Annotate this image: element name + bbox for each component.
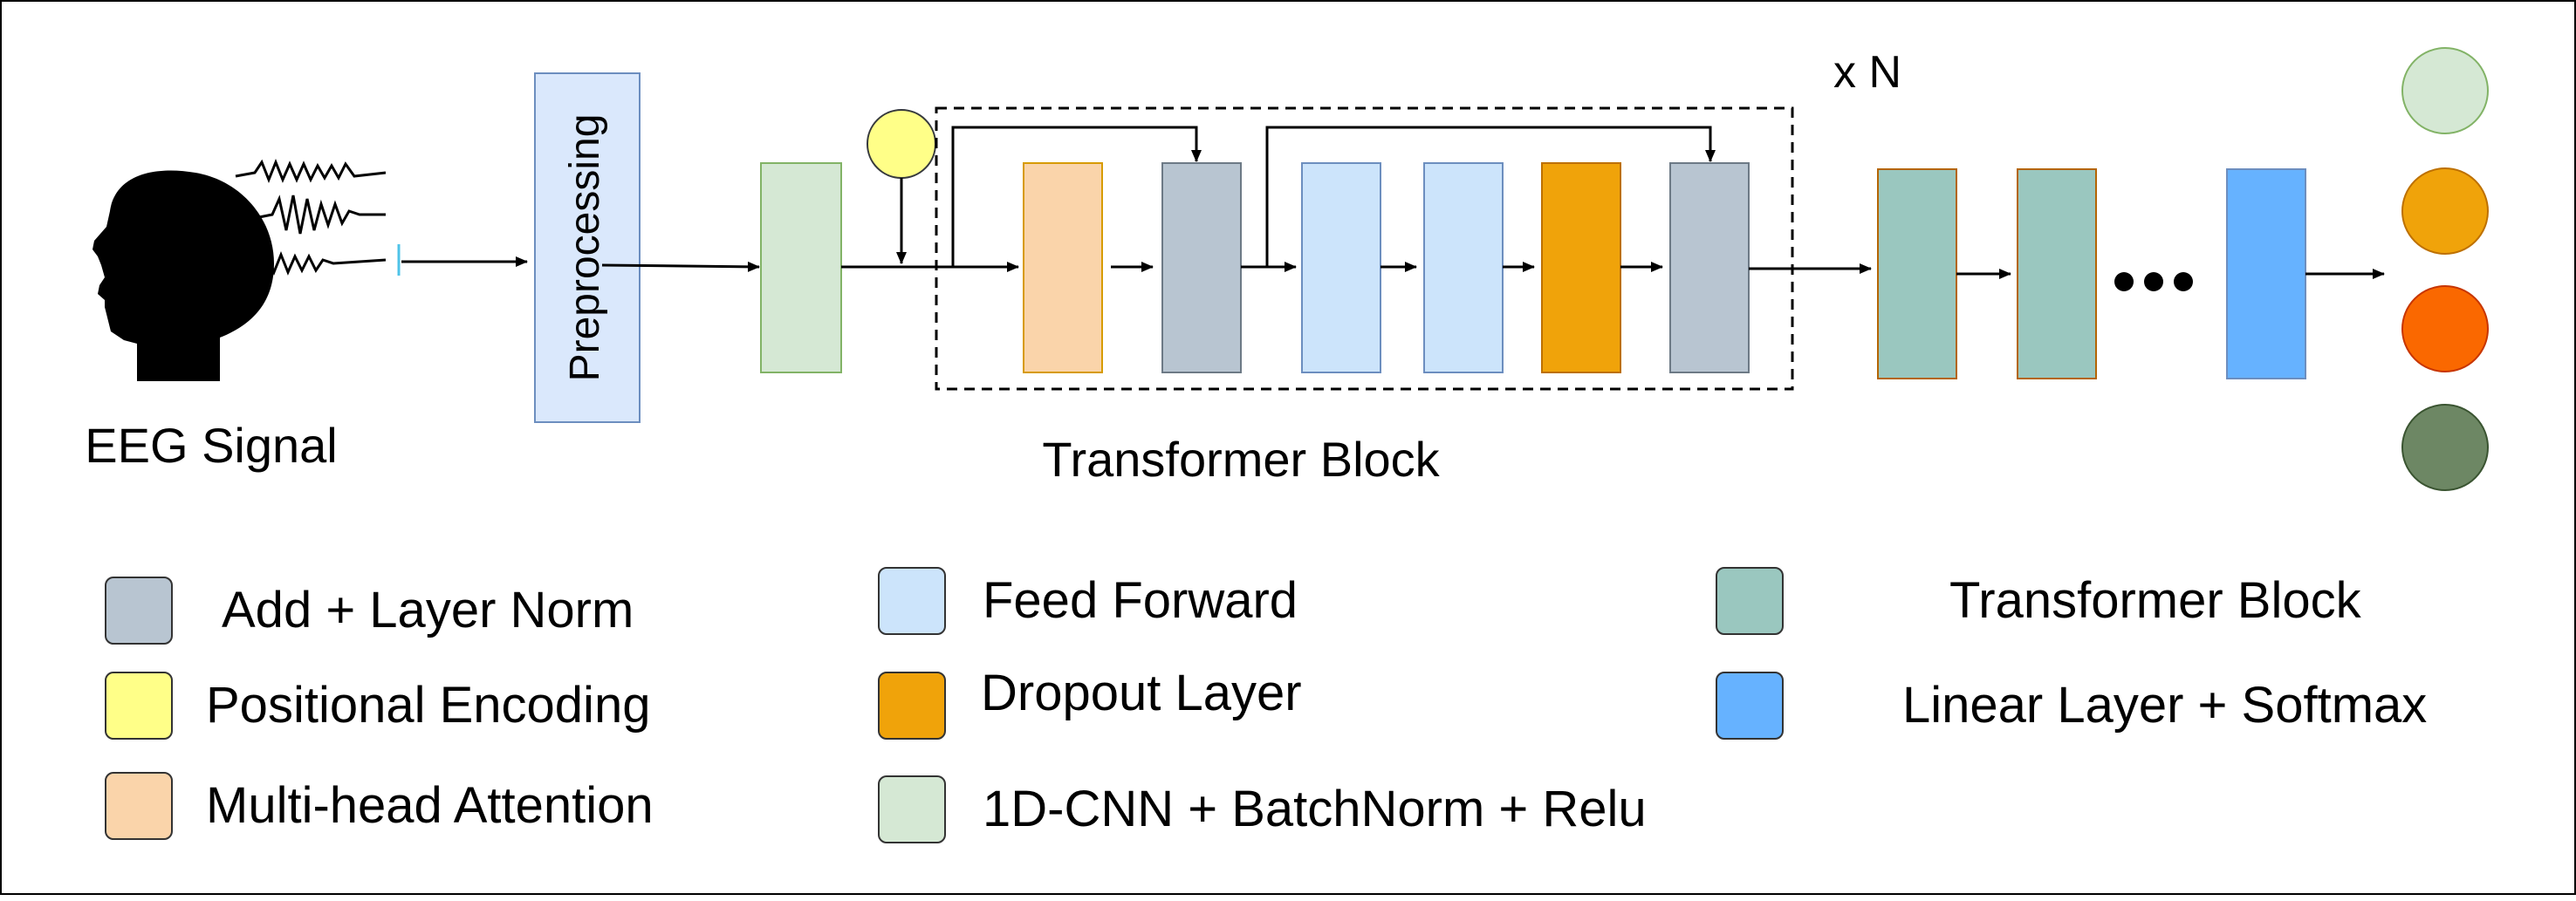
legend-label-positional-encoding: Positional Encoding (206, 677, 651, 734)
legend-swatch-add-layer-norm (105, 577, 173, 645)
arrow-preprocessing-to-cnn (601, 261, 760, 272)
legend-positional-encoding: Positional Encoding (105, 672, 650, 740)
legend-swatch-dropout (878, 672, 946, 740)
legend-multi-head-attention: Multi-head Attention (105, 772, 654, 840)
dropout-block (1541, 162, 1621, 373)
feed-forward-block-2 (1423, 162, 1504, 373)
output-class-1 (2401, 47, 2489, 134)
output-class-3 (2401, 285, 2489, 372)
legend-swatch-multi-head-attention (105, 772, 173, 840)
legend-label-dropout: Dropout Layer (981, 665, 1302, 721)
legend-swatch-transformer-block (1716, 567, 1784, 635)
output-class-2 (2401, 167, 2489, 255)
stacked-transformer-block-1 (1877, 168, 1957, 379)
legend-feed-forward: Feed Forward (878, 567, 1298, 635)
feed-forward-block-1 (1301, 162, 1381, 373)
eeg-signal-label: EEG Signal (85, 418, 338, 473)
legend-label-multi-head-attention: Multi-head Attention (206, 777, 654, 834)
legend-label-linear-softmax: Linear Layer + Softmax (1902, 677, 2428, 734)
legend-cnn: 1D-CNN + BatchNorm + Relu (878, 775, 1647, 843)
legend-transformer-block: Transformer Block (1716, 567, 2361, 635)
cnn-block (760, 162, 842, 373)
signal-wave-icon (235, 158, 387, 276)
preprocessing-block (534, 72, 641, 423)
ellipsis-icon (2114, 272, 2193, 291)
residual-connection-1 (951, 126, 1202, 267)
legend-add-layer-norm: Add + Layer Norm (105, 577, 634, 645)
output-class-4 (2401, 404, 2489, 491)
residual-connection-2 (1265, 126, 1716, 267)
multi-head-attention-block (1023, 162, 1103, 373)
legend-dropout: Dropout Layer (878, 668, 1302, 740)
positional-encoding-circle (867, 109, 936, 179)
add-layer-norm-block-1 (1161, 162, 1242, 373)
transformer-block-caption: Transformer Block (1042, 432, 1440, 487)
legend-label-feed-forward: Feed Forward (983, 572, 1298, 629)
transformer-block-frame (935, 106, 1794, 391)
legend-swatch-cnn (878, 775, 946, 843)
head-icon (92, 170, 274, 381)
legend-label-add-layer-norm: Add + Layer Norm (222, 582, 634, 638)
legend-label-transformer-block: Transformer Block (1949, 572, 2361, 629)
stacked-transformer-block-2 (2017, 168, 2097, 379)
linear-softmax-block (2226, 168, 2306, 379)
legend-swatch-linear-softmax (1716, 672, 1784, 740)
preprocessing-label: Preprocessing (562, 114, 608, 382)
legend-swatch-feed-forward (878, 567, 946, 635)
repeat-label: x N (1833, 47, 1901, 98)
add-layer-norm-block-2 (1669, 162, 1750, 373)
legend-label-cnn: 1D-CNN + BatchNorm + Relu (983, 781, 1647, 837)
legend-linear-softmax: Linear Layer + Softmax (1716, 672, 2427, 740)
legend-swatch-positional-encoding (105, 672, 173, 740)
